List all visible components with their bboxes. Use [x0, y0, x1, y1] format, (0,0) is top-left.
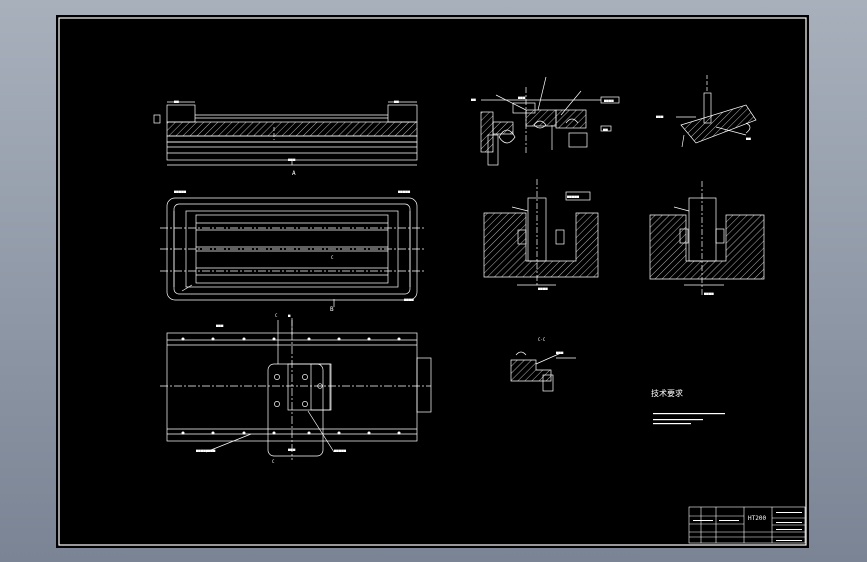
svg-text:■■■: ■■■ — [556, 350, 564, 355]
svg-text:■■■■■: ■■■■■ — [398, 189, 411, 194]
svg-text:C: C — [275, 313, 278, 318]
svg-text:■■: ■■ — [174, 99, 179, 104]
svg-text:■■■: ■■■ — [656, 114, 664, 119]
side-elevation-view — [153, 101, 418, 166]
detail-view-top-right — [676, 75, 757, 148]
svg-text:■■■■: ■■■■ — [404, 297, 414, 302]
cross-section-top — [480, 76, 620, 166]
title-block-text — [693, 512, 802, 541]
svg-text:■■■■■■■■: ■■■■■■■■ — [196, 448, 216, 453]
svg-text:■■■■■: ■■■■■ — [567, 194, 580, 199]
section-view-right — [649, 181, 765, 295]
svg-text:■■■■■: ■■■■■ — [174, 189, 187, 194]
bottom-view — [160, 318, 432, 460]
title-block — [688, 506, 806, 544]
svg-text:■■: ■■ — [471, 97, 476, 102]
svg-text:■■■: ■■■ — [288, 157, 296, 162]
svg-text:■■■: ■■■ — [518, 95, 526, 100]
svg-text:■■: ■■ — [603, 127, 608, 132]
svg-text:■■: ■■ — [746, 136, 751, 141]
svg-text:■■■■■: ■■■■■ — [334, 448, 347, 453]
svg-text:■■■: ■■■ — [288, 447, 296, 452]
svg-text:C: C — [331, 255, 334, 260]
technical-requirements-title: 技术要求 — [651, 388, 683, 398]
detail-view-cc — [510, 351, 576, 392]
svg-text:■■■: ■■■ — [216, 323, 224, 328]
plan-view — [160, 197, 424, 307]
drawing-border — [58, 17, 807, 546]
svg-text:■■: ■■ — [394, 99, 399, 104]
section-label-a: A — [292, 170, 296, 177]
view-label-cc: C-C — [538, 337, 546, 342]
section-label-b: B — [330, 306, 334, 313]
technical-requirements-text — [653, 413, 725, 425]
svg-text:■: ■ — [288, 313, 291, 318]
svg-text:C: C — [272, 459, 275, 464]
section-view-middle — [483, 179, 599, 286]
title-block-material: HT200 — [748, 515, 766, 522]
cad-drawing-canvas[interactable]: ■■ ■■ ■■■ A ■■■■■ ■■■■■ ■■■■ B C — [56, 15, 809, 548]
svg-text:■■■■: ■■■■ — [704, 291, 714, 296]
drawing-viewport[interactable]: ■■ ■■ ■■■ A ■■■■■ ■■■■■ ■■■■ B C — [56, 15, 809, 548]
bottom-view-holes — [181, 337, 401, 435]
svg-text:■■■■: ■■■■ — [538, 286, 548, 291]
svg-text:■■■■: ■■■■ — [604, 98, 614, 103]
